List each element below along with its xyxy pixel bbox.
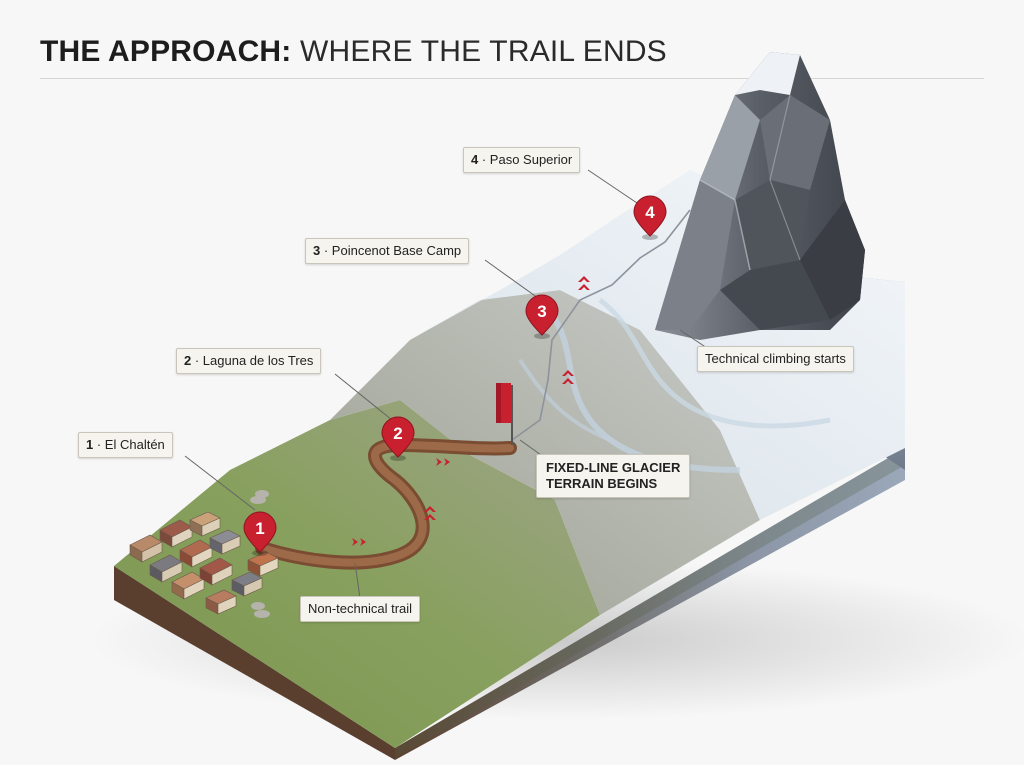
waypoint-pin-2: 2 [381, 416, 415, 461]
glacier-annotation-line2: TERRAIN BEGINS [546, 476, 658, 491]
block-front-face [395, 448, 905, 760]
climbing-annotation: Technical climbing starts [697, 346, 854, 372]
waypoint-label-1: 1 · El Chaltén [78, 432, 173, 458]
waypoint-pin-3-number: 3 [537, 302, 546, 321]
page-title: THE APPROACH: WHERE THE TRAIL ENDS [40, 37, 667, 67]
title-bold: THE APPROACH: [40, 35, 292, 68]
waypoint-pin-1: 1 [243, 511, 277, 556]
trail-annotation: Non-technical trail [300, 596, 421, 622]
waypoint-label-2: 2 · Laguna de los Tres [176, 348, 322, 374]
mountain-peak [655, 52, 865, 340]
waypoint-pin-4-number: 4 [645, 203, 655, 222]
fixed-rope-line [511, 209, 691, 441]
glacier-annotation-line1: FIXED-LINE GLACIER [546, 460, 681, 475]
glacier-annotation: FIXED-LINE GLACIER TERRAIN BEGINS [536, 454, 691, 498]
title-divider [40, 78, 984, 79]
direction-chevrons [352, 276, 590, 546]
village [129, 511, 279, 615]
rocks [250, 490, 270, 618]
waypoint-pin-3: 3 [525, 294, 559, 339]
waypoint-pin-4: 4 [633, 195, 667, 240]
block-front-left [114, 566, 395, 760]
waypoint-pin-2-number: 2 [393, 424, 402, 443]
glacier-flag [496, 383, 513, 445]
waypoint-pin-1-number: 1 [255, 519, 264, 538]
waypoint-label-3: 3 · Poincenot Base Camp [305, 238, 470, 264]
title-rest: WHERE THE TRAIL ENDS [300, 35, 667, 68]
waypoint-label-4: 4 · Paso Superior [463, 147, 581, 173]
